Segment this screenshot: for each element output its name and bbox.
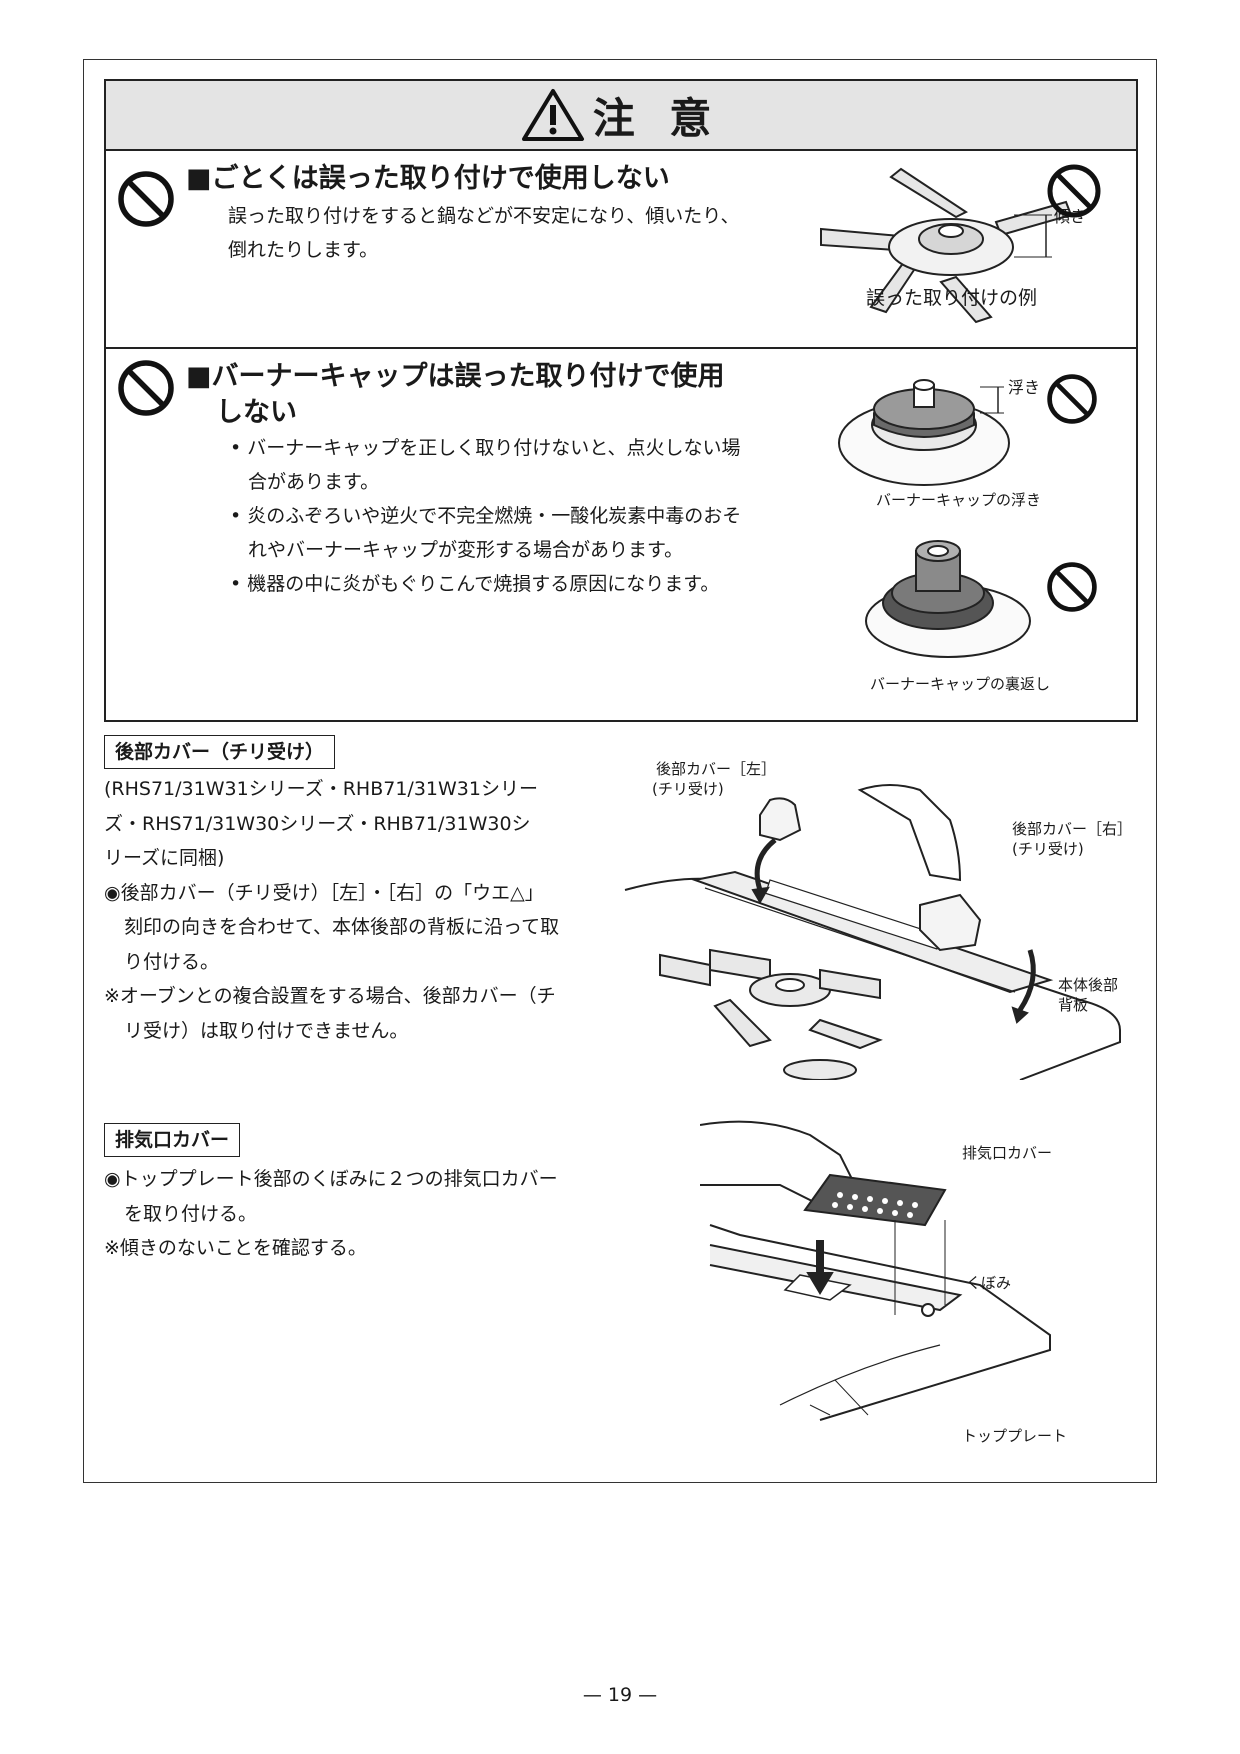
warning-triangle-icon — [521, 89, 584, 141]
caution-header: 注 意 — [106, 81, 1136, 151]
section1-body-line2: 倒れたりします。 — [228, 239, 379, 261]
rear-cover-illustration — [624, 784, 1121, 1080]
caution-box: 注 意 ■ごとくは誤った取り付けで使用しない 誤った取り付けをすると鍋などが不安… — [104, 79, 1138, 722]
prohibition-icon — [1047, 374, 1097, 424]
bullet-line: れやバーナーキャップが変形する場合があります。 — [248, 539, 684, 561]
recess-label: くぼみ — [966, 1274, 1012, 1292]
bullet-line: • バーナーキャップを正しく取り付けないと、点火しない場 — [230, 437, 741, 459]
back-panel-label1: 本体後部 — [1058, 976, 1119, 994]
section2-heading-line2: しない — [216, 397, 297, 428]
rear-cover-left-label1: 後部カバー［左］ — [656, 760, 777, 778]
text-line: ※傾きのないことを確認する。 — [104, 1237, 367, 1259]
section1-heading: ■ごとくは誤った取り付けで使用しない — [186, 163, 670, 194]
prohibition-icon — [1047, 164, 1101, 218]
text-line: ※オーブンとの複合設置をする場合、後部カバー（チ — [104, 985, 556, 1007]
exhaust-cover-fig-label: 排気口カバー — [962, 1144, 1053, 1162]
text-line: を取り付ける。 — [124, 1202, 258, 1225]
prohibition-icon — [1047, 562, 1097, 612]
top-plate-label: トッププレート — [962, 1427, 1068, 1445]
prohibition-icon — [118, 171, 174, 227]
exhaust-cover-text: ◉トッププレート後部のくぼみに２つの排気口カバー を取り付ける。 ※傾きのないこ… — [104, 1162, 558, 1266]
burner-cap-reversed-illustration — [865, 540, 1031, 658]
rear-cover-right-label2: (チリ受け) — [1012, 840, 1084, 858]
exhaust-cover-label: 排気口カバー — [104, 1123, 241, 1157]
text-line: (RHS71/31W31シリーズ・RHB71/31W31シリー — [104, 778, 538, 800]
text-line: ズ・RHS71/31W30シリーズ・RHB71/31W30シ — [104, 812, 531, 835]
caution-title: 注 意 — [592, 93, 722, 143]
section2-heading-line1: ■バーナーキャップは誤った取り付けで使用 — [186, 361, 725, 392]
rear-cover-text: (RHS71/31W31シリーズ・RHB71/31W31シリー ズ・RHS71/… — [104, 772, 559, 1048]
rear-cover-left-label2: (チリ受け) — [652, 780, 724, 798]
text-line: り付ける。 — [124, 950, 220, 973]
burner-cap-float-caption: バーナーキャップの浮き — [876, 491, 1042, 509]
rear-cover-right-label1: 後部カバー［右］ — [1012, 820, 1133, 838]
trivet-wrong-caption: 誤った取り付けの例 — [866, 287, 1038, 309]
exhaust-cover-illustration — [700, 1120, 1051, 1421]
bullet-line: 合があります。 — [248, 471, 380, 493]
burner-cap-float-illustration — [838, 379, 1010, 486]
page-number: — 19 — — [582, 1684, 658, 1706]
back-panel-label2: 背板 — [1058, 996, 1089, 1014]
page-frame — [83, 59, 1157, 1483]
text-line: 刻印の向きを合わせて、本体後部の背板に沿って取 — [124, 916, 560, 938]
text-line: ◉後部カバー（チリ受け）［左］・［右］の「ウエ△」 — [104, 881, 544, 904]
rear-cover-label: 後部カバー（チリ受け） — [104, 735, 336, 769]
prohibition-icon — [118, 360, 174, 416]
bullet-line: • 機器の中に炎がもぐりこんで焼損する原因になります。 — [230, 573, 720, 595]
section-divider — [106, 347, 1136, 349]
text-line: ◉トッププレート後部のくぼみに２つの排気口カバー — [104, 1168, 558, 1190]
section2-bullets: • バーナーキャップを正しく取り付けないと、点火しない場 合があります。 • 炎… — [230, 431, 741, 601]
text-line: リ受け）は取り付けできません。 — [124, 1019, 409, 1042]
float-label: 浮き — [1008, 378, 1041, 397]
trivet-wrong-illustration — [820, 167, 1073, 324]
burner-cap-reversed-caption: バーナーキャップの裏返し — [870, 675, 1051, 693]
section1-body-line1: 誤った取り付けをすると鍋などが不安定になり、傾いたり、 — [228, 205, 740, 227]
bullet-line: • 炎のふぞろいや逆火で不完全燃焼・一酸化炭素中毒のおそ — [230, 505, 742, 527]
text-line: リーズに同梱) — [104, 847, 225, 869]
